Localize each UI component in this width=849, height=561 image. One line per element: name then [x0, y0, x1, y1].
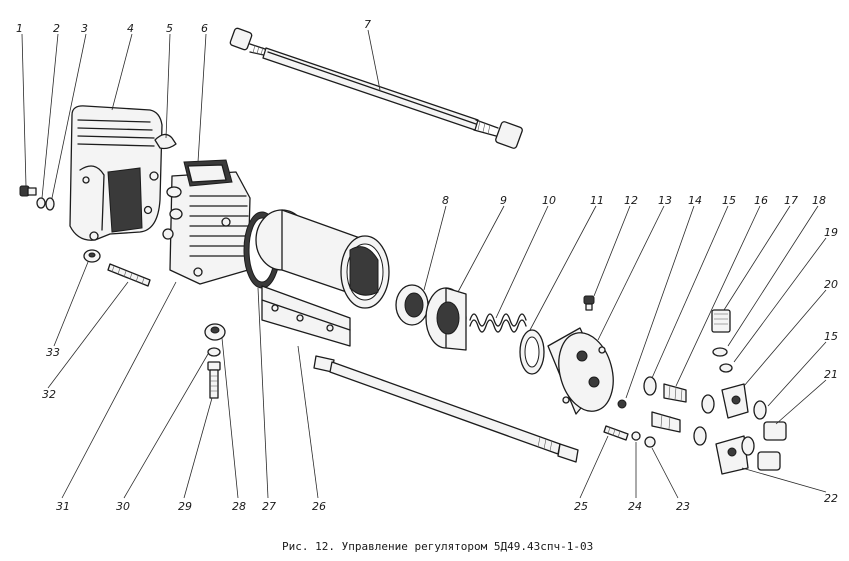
- part-21-cap-nut: [757, 421, 787, 471]
- part-28-nut: [204, 323, 226, 341]
- callout-12: 12: [624, 194, 638, 207]
- part-15-seal-ring: [643, 376, 657, 396]
- part-16-fitting: [663, 383, 687, 403]
- callout-25: 25: [574, 500, 588, 513]
- part-22-tee-lower: [715, 435, 749, 475]
- part-29-bolt: [207, 361, 221, 399]
- part-5-clip: [154, 133, 177, 150]
- callout-10: 10: [542, 194, 556, 207]
- part-25-stud: [603, 425, 629, 441]
- part-14-ball: [617, 399, 627, 409]
- callout-1: 1: [16, 22, 23, 35]
- callout-14: 14: [688, 194, 702, 207]
- lower-rod: [313, 355, 579, 463]
- part-26-servo-cylinder: [255, 209, 390, 347]
- callout-8: 8: [442, 194, 449, 207]
- callout-13: 13: [658, 194, 672, 207]
- callout-15: 15: [722, 194, 736, 207]
- callout-33: 33: [46, 346, 60, 359]
- callout-3: 3: [81, 22, 88, 35]
- callout-28: 28: [232, 500, 246, 513]
- callout-18: 18: [812, 194, 826, 207]
- part-33-nut: [83, 249, 101, 263]
- callout-26: 26: [312, 500, 326, 513]
- part-19-tee: [721, 383, 749, 419]
- part-7-control-rod: [229, 27, 523, 149]
- part-8-sleeve: [395, 284, 429, 326]
- callout-30: 30: [116, 500, 130, 513]
- callout-5: 5: [166, 22, 173, 35]
- part-13-end-cap: [547, 327, 614, 415]
- leader-lines: [21, 29, 827, 499]
- part-32-stud: [107, 263, 151, 287]
- part-16-fitting-lower: [651, 411, 681, 433]
- part-2-washer: [36, 197, 46, 209]
- callout-2: 2: [53, 22, 60, 35]
- callout-23: 23: [676, 500, 690, 513]
- part-1-bolt: [19, 185, 37, 197]
- callout-17: 17: [784, 194, 798, 207]
- part-12-screw: [583, 295, 595, 311]
- part-20-seal: [719, 363, 733, 373]
- part-15-seal-ring-right: [753, 400, 767, 420]
- callout-19: 19: [824, 226, 838, 239]
- callout-29: 29: [178, 500, 192, 513]
- seal-ring-lower-2: [741, 436, 755, 456]
- part-24-washer: [631, 431, 641, 441]
- part-11-ring: [519, 329, 545, 375]
- callout-31: 31: [56, 500, 70, 513]
- part-30-washer: [207, 347, 221, 357]
- part-15-seal-ring-b: [701, 394, 715, 414]
- callout-labels: 1 2 3 4 5 6 7 8 9 10 11 12 13 14 15 16 1…: [16, 18, 838, 513]
- callout-7: 7: [364, 18, 371, 31]
- callout-15b: 15: [824, 330, 838, 343]
- callout-22: 22: [824, 492, 838, 505]
- callout-32: 32: [42, 388, 56, 401]
- part-3-washer: [45, 197, 55, 211]
- part-17-union: [711, 309, 731, 333]
- callout-20: 20: [824, 278, 838, 291]
- seal-ring-lower: [693, 426, 707, 446]
- figure-caption: Рис. 12. Управление регулятором 5Д49.43с…: [282, 540, 593, 553]
- callout-24: 24: [628, 500, 642, 513]
- part-18-washer: [712, 347, 728, 357]
- callout-11: 11: [590, 194, 604, 207]
- callout-4: 4: [127, 22, 134, 35]
- callout-6: 6: [201, 22, 208, 35]
- part-6-regulator-housing: [162, 159, 251, 285]
- callout-27: 27: [262, 500, 276, 513]
- part-10-spring: [469, 313, 527, 333]
- part-23-nut: [644, 436, 656, 448]
- callout-16: 16: [754, 194, 768, 207]
- part-4-cover: [69, 105, 163, 241]
- part-9-piston: [425, 287, 467, 351]
- callout-21: 21: [824, 368, 838, 381]
- callout-9: 9: [500, 194, 507, 207]
